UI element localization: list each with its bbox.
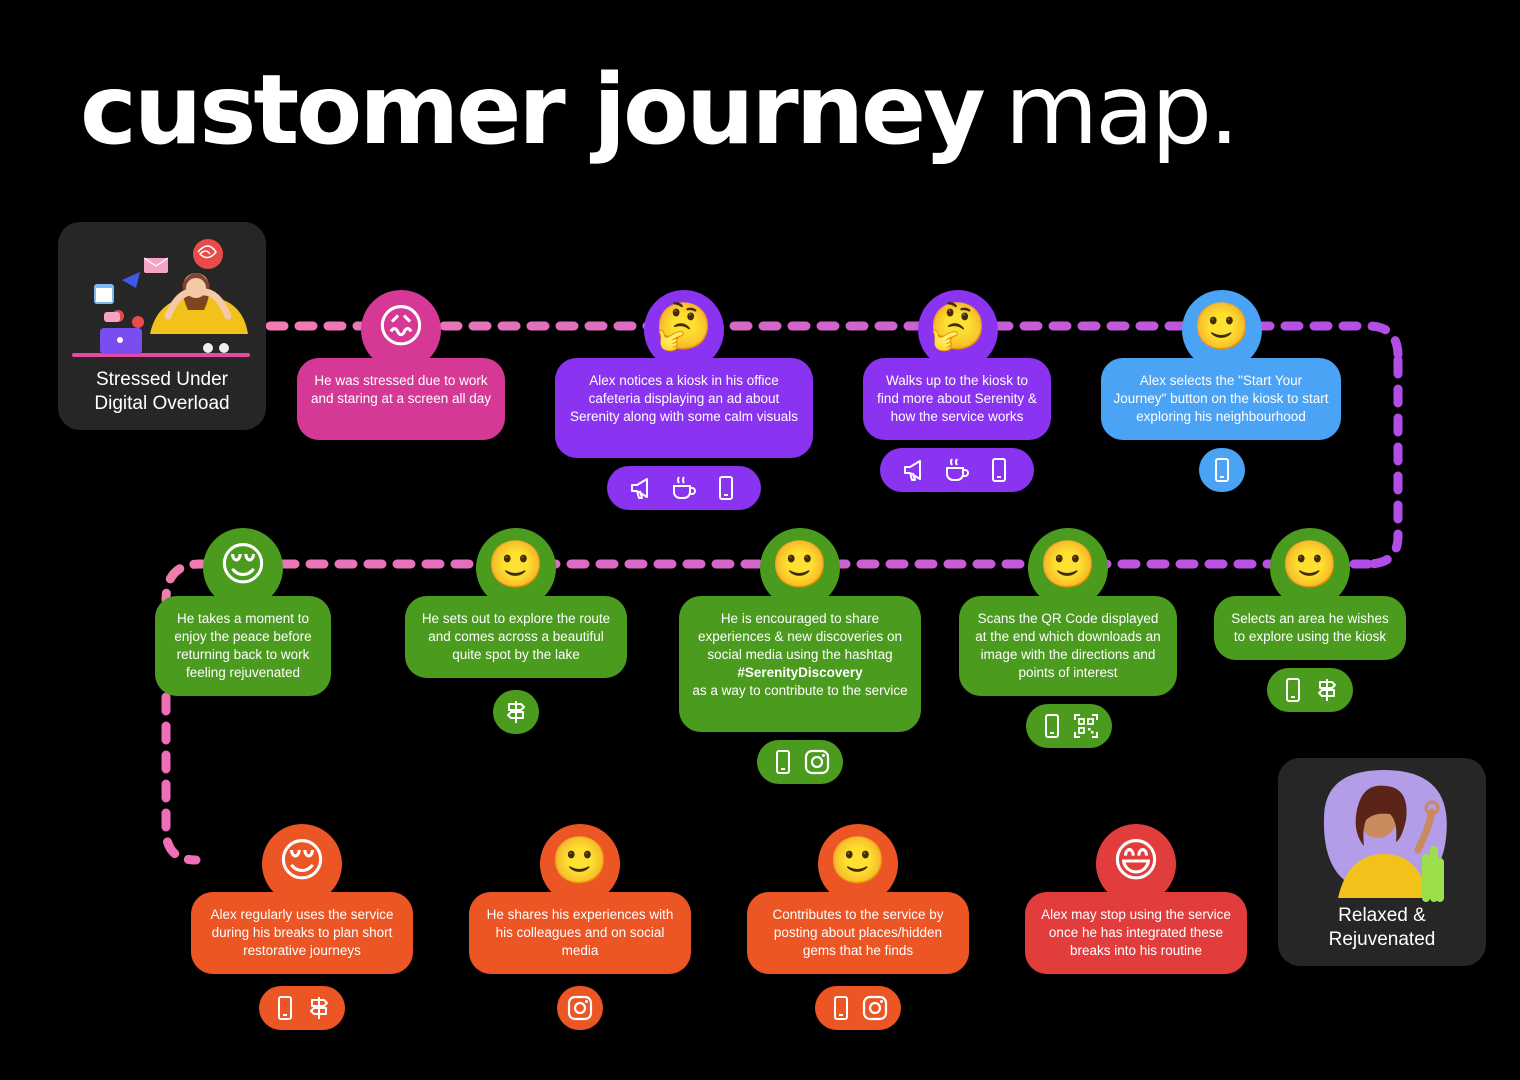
step-5-text: Selects an area he wishes to explore usi… <box>1231 611 1389 644</box>
step-10-text: Alex regularly uses the service during h… <box>210 907 394 958</box>
step-7-text: He is encouraged to share experiences & … <box>697 611 903 662</box>
step-4-channels <box>1199 448 1245 492</box>
slight-smile-face-icon: 🙂 <box>1039 537 1097 591</box>
slight-smile-face-icon: 🙂 <box>551 833 609 887</box>
step-5-channels <box>1267 668 1353 712</box>
thinking-face-icon: 🤔 <box>655 299 713 353</box>
step-7-hashtag: #SerenityDiscovery <box>737 665 863 680</box>
stressed-person-illustration <box>72 239 250 357</box>
step-2-channels <box>607 466 761 510</box>
step-8-text: He sets out to explore the route and com… <box>421 611 611 662</box>
step-11-emotion-bubble <box>540 824 620 904</box>
slight-smile-face-icon: 🙂 <box>771 537 829 591</box>
path-left-connector <box>161 605 201 865</box>
step-7-card: He is encouraged to share experiences & … <box>679 596 921 732</box>
persona-start-card: Stressed Under Digital Overload <box>58 222 266 430</box>
stressed-face-icon: 😖 <box>377 299 425 353</box>
qr-code-icon <box>1071 711 1101 741</box>
step-6-text: Scans the QR Code displayed at the end w… <box>975 611 1161 680</box>
step-13-card: Alex may stop using the service once he … <box>1025 892 1247 974</box>
phone-icon <box>768 747 798 777</box>
persona-start-label-1: Stressed Under <box>95 369 228 390</box>
relieved-face-icon: 😌 <box>219 537 267 591</box>
step-12-channels <box>815 986 901 1030</box>
phone-icon <box>270 993 300 1023</box>
phone-icon <box>984 455 1014 485</box>
coffee-cup-icon <box>942 455 972 485</box>
step-10-card: Alex regularly uses the service during h… <box>191 892 413 974</box>
step-4-card: Alex selects the "Start Your Journey" bu… <box>1101 358 1341 440</box>
slight-smile-face-icon: 🙂 <box>487 537 545 591</box>
megaphone-icon <box>627 473 657 503</box>
instagram-icon <box>860 993 890 1023</box>
persona-end-label-1: Relaxed & <box>1338 905 1426 926</box>
step-11-channels <box>557 986 603 1030</box>
instagram-icon <box>802 747 832 777</box>
step-8-card: He sets out to explore the route and com… <box>405 596 627 678</box>
phone-icon <box>1037 711 1067 741</box>
step-1-card: He was stressed due to work and staring … <box>297 358 505 440</box>
step-3-card: Walks up to the kiosk to find more about… <box>863 358 1051 440</box>
slight-smile-face-icon: 🙂 <box>1281 537 1339 591</box>
step-9-emotion-bubble <box>203 528 283 608</box>
step-10-channels <box>259 986 345 1030</box>
megaphone-icon <box>900 455 930 485</box>
step-11-text: He shares his experiences with his colle… <box>486 907 674 958</box>
step-13-text: Alex may stop using the service once he … <box>1041 907 1231 958</box>
title-bold: customer journey <box>80 54 986 166</box>
step-2-text: Alex notices a kiosk in his office cafet… <box>569 373 799 424</box>
phone-icon <box>1278 675 1308 705</box>
step-8-emotion-bubble <box>476 528 556 608</box>
step-6-card: Scans the QR Code displayed at the end w… <box>959 596 1177 696</box>
step-1-emotion-bubble <box>361 290 441 370</box>
step-9-card: He takes a moment to enjoy the peace bef… <box>155 596 331 696</box>
step-7-text-2: as a way to contribute to the service <box>692 683 908 698</box>
step-10-emotion-bubble <box>262 824 342 904</box>
step-11-card: He shares his experiences with his colle… <box>469 892 691 974</box>
step-6-channels <box>1026 704 1112 748</box>
step-5-card: Selects an area he wishes to explore usi… <box>1214 596 1406 660</box>
step-5-emotion-bubble <box>1270 528 1350 608</box>
step-6-emotion-bubble <box>1028 528 1108 608</box>
coffee-cup-icon <box>669 473 699 503</box>
phone-icon <box>711 473 741 503</box>
phone-icon <box>1207 455 1237 485</box>
step-1-text: He was stressed due to work and staring … <box>310 373 492 406</box>
grinning-face-icon: 😄 <box>1112 833 1160 887</box>
step-2-card: Alex notices a kiosk in his office cafet… <box>555 358 813 458</box>
step-12-emotion-bubble <box>818 824 898 904</box>
thinking-face-icon: 🤔 <box>929 299 987 353</box>
instagram-icon <box>565 993 595 1023</box>
signpost-icon <box>501 697 531 727</box>
signpost-icon <box>1312 675 1342 705</box>
step-3-emotion-bubble <box>918 290 998 370</box>
path-row-1 <box>265 321 1403 361</box>
step-7-emotion-bubble <box>760 528 840 608</box>
persona-start-label-2: Digital Overload <box>94 393 230 414</box>
slight-smile-face-icon: 🙂 <box>1193 299 1251 353</box>
step-12-card: Contributes to the service by posting ab… <box>747 892 969 974</box>
step-12-text: Contributes to the service by posting ab… <box>772 907 944 958</box>
title-light: map. <box>1004 54 1240 166</box>
relieved-face-icon: 😌 <box>278 833 326 887</box>
phone-icon <box>826 993 856 1023</box>
path-right-connector <box>1363 355 1403 569</box>
step-8-channels <box>493 690 539 734</box>
relaxed-person-illustration <box>1323 770 1447 902</box>
step-4-emotion-bubble <box>1182 290 1262 370</box>
signpost-icon <box>304 993 334 1023</box>
path-row-2 <box>161 559 1373 605</box>
step-3-channels <box>880 448 1034 492</box>
persona-end-label-2: Rejuvenated <box>1328 929 1436 950</box>
step-7-channels <box>757 740 843 784</box>
persona-end-card: Relaxed & Rejuvenated <box>1278 758 1486 966</box>
step-13-emotion-bubble <box>1096 824 1176 904</box>
step-9-text: He takes a moment to enjoy the peace bef… <box>174 611 312 680</box>
slight-smile-face-icon: 🙂 <box>829 833 887 887</box>
step-2-emotion-bubble <box>644 290 724 370</box>
step-4-text: Alex selects the "Start Your Journey" bu… <box>1113 373 1329 424</box>
step-3-text: Walks up to the kiosk to find more about… <box>877 373 1037 424</box>
